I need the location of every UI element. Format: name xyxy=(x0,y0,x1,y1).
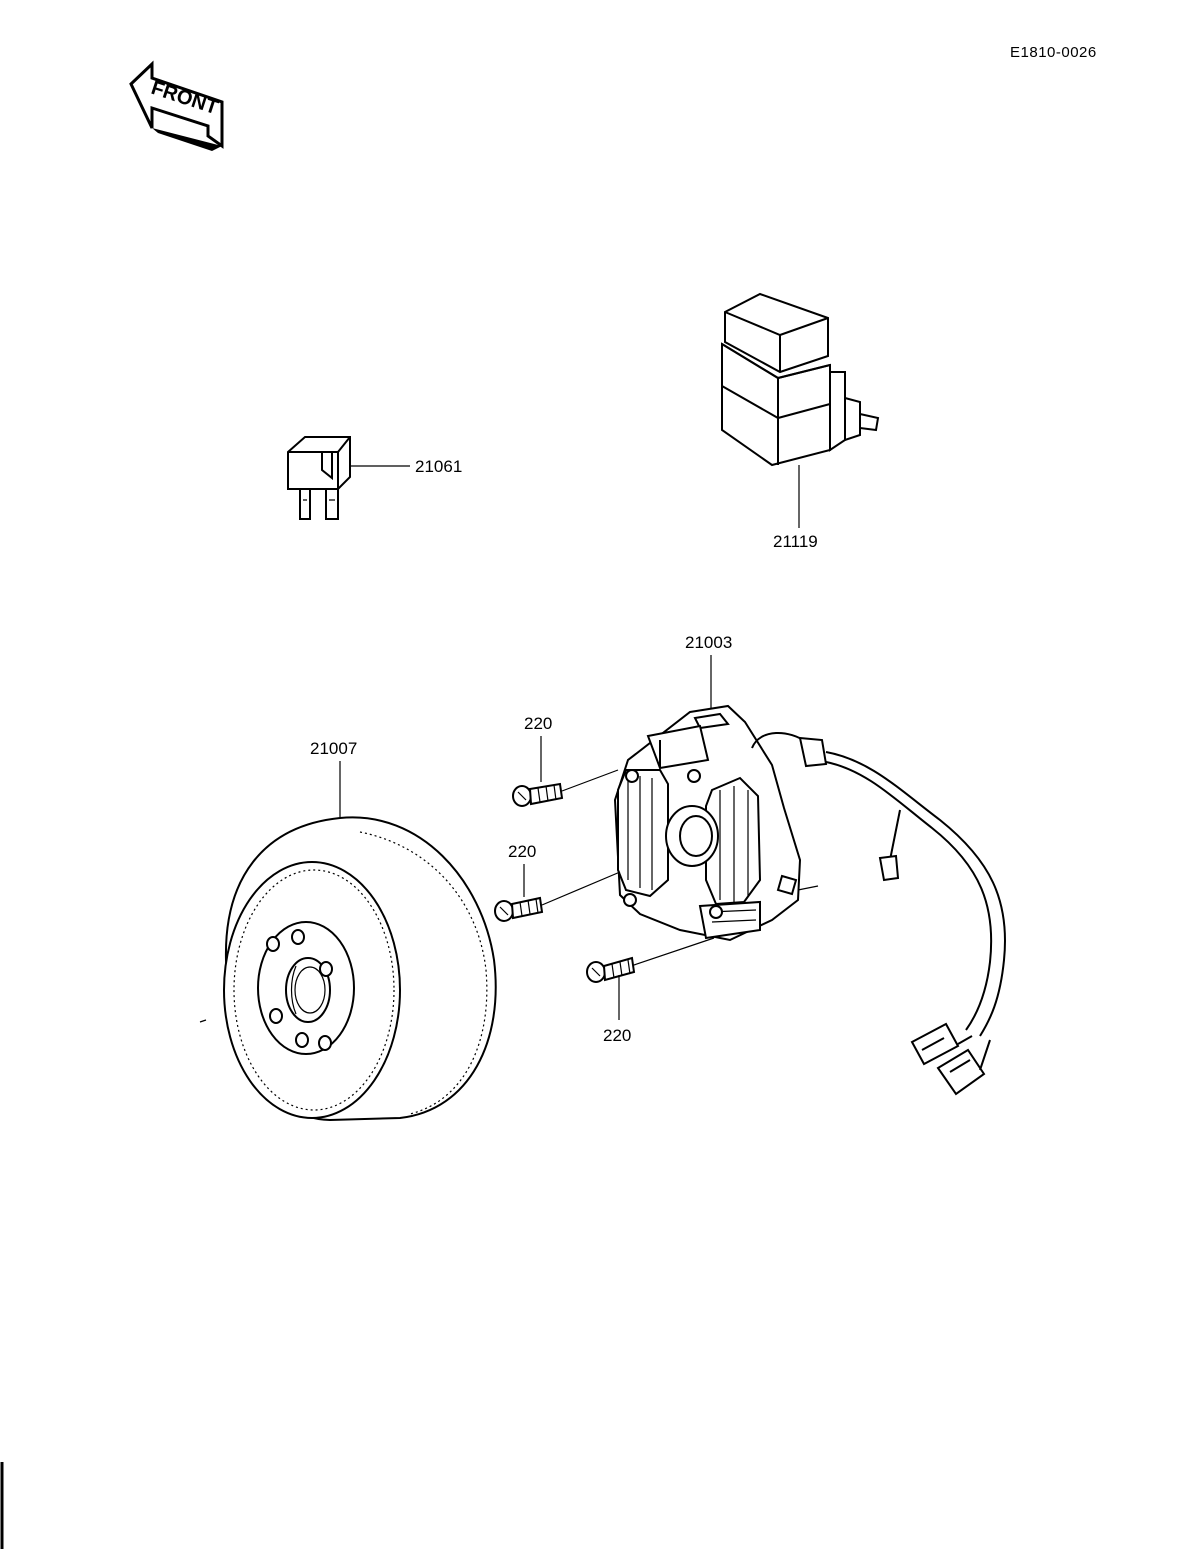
part-label-220-bottom: 220 xyxy=(603,1026,631,1045)
part-label-21003: 21003 xyxy=(685,633,732,652)
part-label-21007: 21007 xyxy=(310,739,357,758)
screw-220-bottom-drawing xyxy=(586,937,715,983)
front-arrow-icon: FRONT xyxy=(129,60,224,151)
part-label-220-middle: 220 xyxy=(508,842,536,861)
diagram-code: E1810-0026 xyxy=(1010,44,1097,61)
stator-21003-drawing xyxy=(613,704,1006,1096)
part-label-220-top: 220 xyxy=(524,714,552,733)
rotor-21007-drawing xyxy=(223,816,497,1122)
stray-mark xyxy=(199,1019,207,1023)
regulator-21119-drawing xyxy=(721,292,880,467)
part-label-21061: 21061 xyxy=(415,457,462,476)
screw-220-top-drawing xyxy=(512,769,619,807)
screw-220-middle-drawing xyxy=(494,871,621,922)
relay-21061-drawing xyxy=(287,436,351,520)
part-label-21119: 21119 xyxy=(773,532,818,551)
